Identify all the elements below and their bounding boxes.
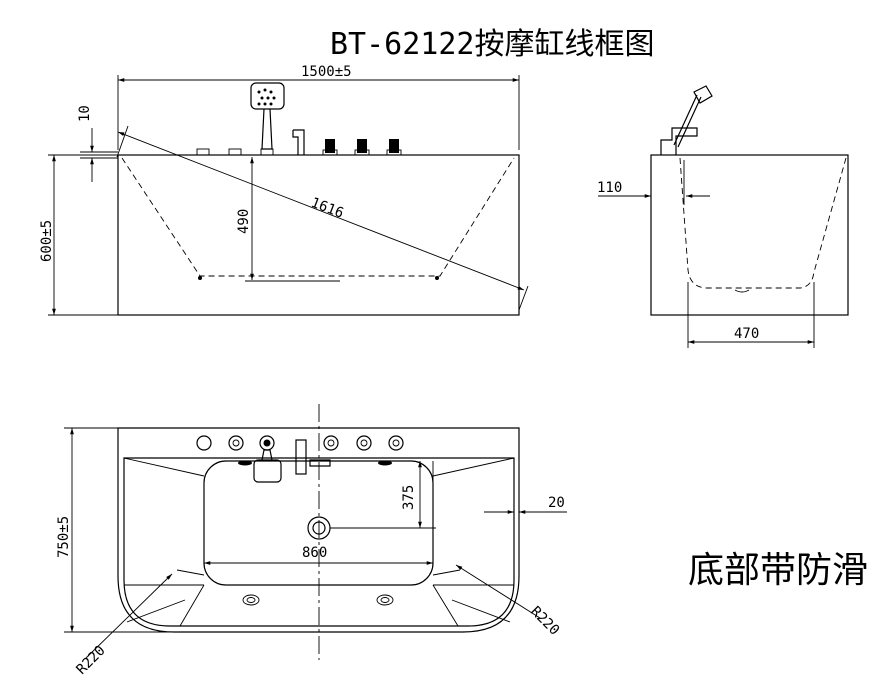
dim-front-height: 600±5 bbox=[39, 220, 55, 262]
anti-slip-note: 底部带防滑 bbox=[688, 550, 868, 591]
dim-radius-left: R220 bbox=[74, 643, 109, 678]
side-view: 110 470 bbox=[597, 85, 849, 348]
dim-rim-offset: 10 bbox=[77, 105, 93, 122]
drawing-title: BT-62122按摩缸线框图 bbox=[330, 27, 655, 62]
top-body bbox=[117, 427, 520, 633]
side-spout bbox=[660, 127, 698, 155]
side-inner-outline bbox=[679, 157, 847, 289]
front-body bbox=[117, 154, 520, 316]
top-inner-rim bbox=[123, 457, 515, 627]
deck-fittings bbox=[196, 82, 402, 156]
dim-top-half-width: 375 bbox=[401, 485, 417, 510]
top-view: 750±5 375 860 20 R220 R220 bbox=[56, 404, 567, 678]
dim-top-wall: 20 bbox=[548, 495, 565, 511]
front-view: 1500±5 600±5 10 490 1616 bbox=[39, 64, 529, 316]
dim-front-length: 1500±5 bbox=[301, 64, 352, 80]
dim-radius-right: R220 bbox=[527, 604, 562, 639]
dim-side-bottom: 470 bbox=[734, 326, 759, 342]
dim-diagonal: 1616 bbox=[309, 195, 346, 222]
top-inner-basin bbox=[203, 460, 434, 586]
front-inner-outline bbox=[121, 157, 515, 277]
hand-shower-head bbox=[250, 82, 285, 110]
dim-top-width: 750±5 bbox=[56, 516, 72, 558]
dim-inner-depth: 490 bbox=[236, 209, 252, 234]
dim-top-inner-length: 860 bbox=[302, 545, 327, 561]
top-deck-controls bbox=[196, 435, 404, 483]
dim-side-rim: 110 bbox=[597, 180, 622, 196]
side-shower-head bbox=[693, 85, 713, 104]
side-body bbox=[650, 154, 849, 316]
